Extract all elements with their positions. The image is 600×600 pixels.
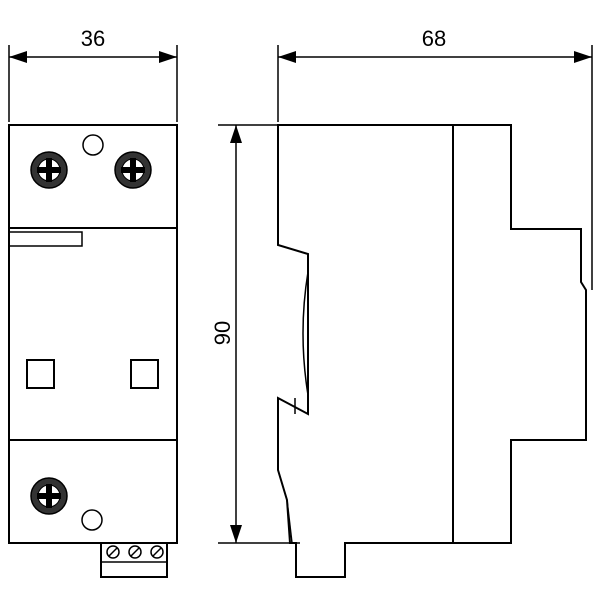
arrow-right-icon [574,51,592,63]
signal-connector [100,542,168,578]
screw-icon [106,545,120,559]
width-label: 36 [81,26,105,51]
arrow-right-icon [159,51,177,63]
height-dimension: 90 [210,124,300,544]
bottom-terminal [30,477,68,515]
side-profile-outline [277,124,587,578]
depth-label: 68 [422,26,446,51]
side-view: 68 90 [210,26,593,578]
latch-edge [286,499,293,544]
label-strip [8,231,83,247]
depth-dimension: 68 [277,26,593,290]
indicator-hole-bottom [81,509,103,531]
connector-body [100,542,168,578]
window-right [130,359,159,389]
front-view: 36 [8,26,178,578]
width-dimension: 36 [8,26,178,122]
indicator-hole-top [82,134,104,156]
din-clip-curve [302,271,309,396]
arrow-left-icon [278,51,296,63]
front-cover [8,227,178,441]
top-terminal-left [30,151,68,189]
height-label: 90 [210,321,235,345]
arrow-left-icon [9,51,27,63]
front-body-outline [8,124,178,544]
screw-icon [128,545,142,559]
arrow-down-icon [230,525,242,543]
arrow-up-icon [230,125,242,143]
window-left [26,359,55,389]
screw-icon [150,545,164,559]
top-terminal-right [114,151,152,189]
